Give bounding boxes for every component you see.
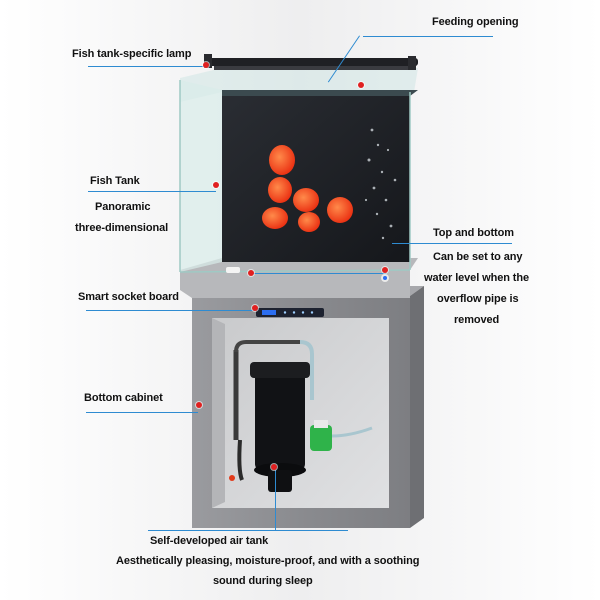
leader-cabinet — [86, 412, 198, 413]
label-water-level-1: Can be set to any — [433, 251, 523, 263]
label-water-level-4: removed — [454, 314, 500, 326]
leader-socket-board — [86, 310, 256, 311]
leader-lamp — [88, 66, 206, 67]
leader-air-tank-h — [148, 530, 348, 531]
bottom-cabinet — [192, 286, 424, 528]
label-lamp: Fish tank-specific lamp — [72, 48, 192, 60]
label-panoramic: Panoramic — [95, 201, 151, 213]
fish-group — [262, 145, 353, 232]
label-fish-tank: Fish Tank — [90, 175, 140, 187]
leader-top-bottom — [392, 243, 512, 244]
label-water-level-2: water level when the — [424, 272, 529, 284]
leader-fish-tank — [88, 191, 216, 192]
label-socket-board: Smart socket board — [78, 291, 179, 303]
marker-cabinet — [196, 402, 202, 408]
leader-feeding — [363, 36, 493, 37]
leader-socket-plate — [252, 273, 386, 274]
smart-socket-display — [256, 308, 324, 317]
tank-lamp — [204, 54, 418, 70]
label-air-tank-desc-1: Aesthetically pleasing, moisture-proof, … — [116, 555, 420, 567]
label-feeding-opening: Feeding opening — [432, 16, 519, 28]
air-tank — [229, 340, 373, 492]
label-top-bottom: Top and bottom — [433, 227, 514, 239]
marker-fish-tank — [213, 182, 219, 188]
marker-air-tank — [271, 464, 277, 470]
leader-air-tank — [275, 470, 276, 530]
marker-lamp — [203, 62, 209, 68]
marker-feeding — [358, 82, 364, 88]
label-bottom-cabinet: Bottom cabinet — [84, 392, 163, 404]
marker-top-bottom — [382, 267, 388, 273]
fish-tank — [179, 68, 418, 282]
label-air-tank: Self-developed air tank — [150, 535, 269, 547]
marker-socket-plate — [248, 270, 254, 276]
label-air-tank-desc-2: sound during sleep — [213, 575, 313, 587]
label-water-level-3: overflow pipe is — [437, 293, 519, 305]
marker-socket-board — [252, 305, 258, 311]
label-three-dimensional: three-dimensional — [75, 222, 169, 234]
